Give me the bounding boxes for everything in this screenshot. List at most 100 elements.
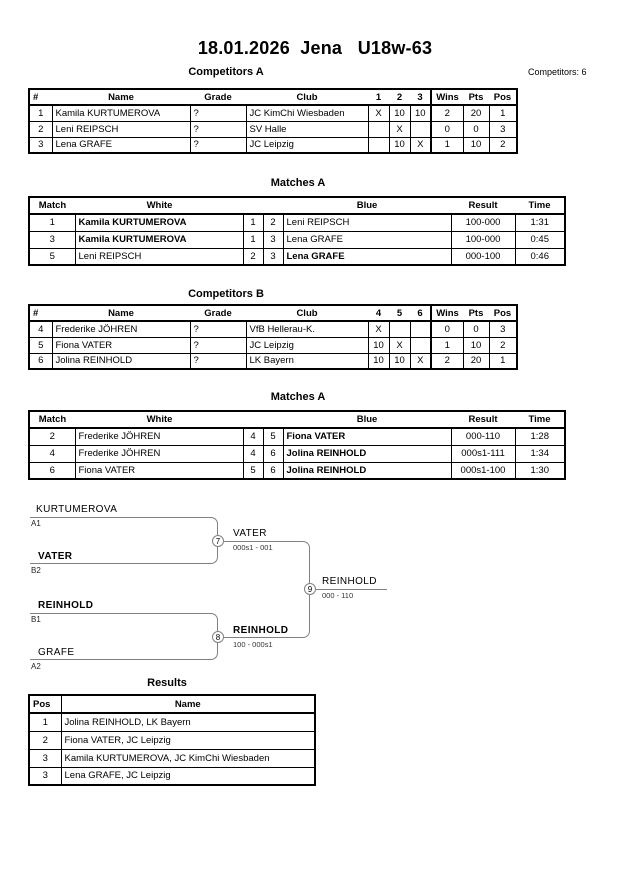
cell-wins: 1	[430, 336, 464, 354]
cell-grid	[367, 120, 390, 138]
cell-white-name: Frederike JÖHREN	[74, 444, 244, 463]
col-club: Club	[246, 88, 368, 106]
col-time: Time	[515, 410, 565, 429]
cell-grade: ?	[189, 320, 247, 338]
cell-match-number: 4	[28, 444, 76, 463]
col-num: #	[29, 304, 52, 322]
slot-a1-id: A1	[31, 519, 41, 528]
table-row: 1 Jolina REINHOLD, LK Bayern	[28, 712, 316, 732]
cell-time: 1:31	[514, 213, 566, 232]
col-white: White	[75, 196, 283, 215]
col-pos: Pos	[489, 304, 517, 322]
cell-grid: X	[367, 320, 390, 338]
page-title: 18.01.2026 Jena U18w-63	[197, 38, 433, 58]
col-time: Time	[515, 196, 565, 215]
cell-white-num: 4	[242, 444, 264, 463]
col-5: 5	[389, 304, 410, 322]
table-row: 5 Leni REIPSCH 2 3 Lena GRAFE 000-100 0:…	[28, 247, 566, 266]
table-row: 3 Lena GRAFE ? JC Leipzig 10 X 1 10 2	[28, 136, 518, 154]
cell-pts: 20	[462, 352, 490, 370]
col-result: Result	[451, 410, 515, 429]
cell-pts: 0	[462, 320, 490, 338]
cell-pts: 20	[462, 104, 490, 122]
table-header-row: # Name Grade Club 1 2 3 Wins Pts Pos	[29, 88, 517, 106]
cell-result: 000s1-100	[450, 461, 516, 480]
cell-grid: 10	[367, 336, 390, 354]
cell-time: 1:34	[514, 444, 566, 463]
col-3: 3	[410, 88, 431, 106]
cell-pos: 2	[488, 136, 518, 154]
col-num: #	[29, 88, 52, 106]
cell-num: 3	[28, 136, 53, 154]
col-wins: Wins	[430, 304, 463, 322]
col-6: 6	[410, 304, 431, 322]
slot-a2-name: GRAFE	[38, 647, 75, 658]
cell-pts: 10	[462, 136, 490, 154]
cell-result: 100-000	[450, 213, 516, 232]
cell-club: VfB Hellerau-K.	[245, 320, 369, 338]
cell-white-num: 2	[242, 247, 264, 266]
competitors-count: Competitors: 6	[528, 67, 587, 77]
section-label-results: Results	[147, 677, 187, 689]
cell-white-name: Kamila KURTUMEROVA	[74, 230, 244, 249]
slot-b2-id: B2	[31, 566, 41, 575]
cell-pos: 2	[488, 336, 518, 354]
cell-white-num: 1	[242, 213, 264, 232]
cell-match-number: 5	[28, 247, 76, 266]
cell-time: 0:46	[514, 247, 566, 266]
table-row: 2 Frederike JÖHREN 4 5 Fiona VATER 000-1…	[28, 427, 566, 446]
bracket-final-winner-line	[316, 589, 387, 590]
col-blue: Blue	[283, 196, 451, 215]
cell-pos: 3	[488, 120, 518, 138]
cell-blue-num: 2	[262, 213, 284, 232]
table-row: 1 Kamila KURTUMEROVA 1 2 Leni REIPSCH 10…	[28, 213, 566, 232]
cell-grid: 10	[367, 352, 390, 370]
cell-name: Kamila KURTUMEROVA, JC KimChi Wiesbaden	[60, 748, 316, 768]
table-header-row: # Name Grade Club 4 5 6 Wins Pts Pos	[29, 304, 517, 322]
section-label-competitors-b: Competitors B	[188, 288, 264, 300]
col-name: Name	[52, 88, 190, 106]
col-4: 4	[368, 304, 389, 322]
cell-num: 2	[28, 120, 53, 138]
col-result: Result	[451, 196, 515, 215]
cell-pts: 0	[462, 120, 490, 138]
cell-white-num: 5	[242, 461, 264, 480]
cell-name: Jolina REINHOLD, LK Bayern	[60, 712, 316, 732]
cell-wins: 1	[430, 136, 464, 154]
col-grade: Grade	[190, 88, 246, 106]
cell-match-number: 2	[28, 427, 76, 446]
col-2: 2	[389, 88, 410, 106]
table-row: 3 Kamila KURTUMEROVA, JC KimChi Wiesbade…	[28, 748, 316, 768]
cell-white-name: Fiona VATER	[74, 461, 244, 480]
slot-a1-name: KURTUMEROVA	[36, 504, 118, 515]
cell-club: JC Leipzig	[245, 336, 369, 354]
match-8-winner: REINHOLD	[233, 625, 289, 636]
cell-white-name: Leni REIPSCH	[74, 247, 244, 266]
slot-b2-name: VATER	[38, 551, 73, 562]
results-table: Pos Name 1 Jolina REINHOLD, LK Bayern 2 …	[28, 694, 316, 786]
cell-grid	[367, 136, 390, 154]
cell-wins: 0	[430, 320, 464, 338]
cell-time: 0:45	[514, 230, 566, 249]
cell-name: Jolina REINHOLD	[51, 352, 191, 370]
competitors-a-table: # Name Grade Club 1 2 3 Wins Pts Pos 1 K…	[28, 88, 518, 154]
cell-blue-num: 6	[262, 444, 284, 463]
match-7-winner: VATER	[233, 528, 267, 539]
cell-club: JC Leipzig	[245, 136, 369, 154]
cell-grid: 10	[388, 136, 411, 154]
cell-blue-num: 5	[262, 427, 284, 446]
cell-pos: 1	[488, 104, 518, 122]
section-label-matches-a: Matches A	[270, 177, 326, 189]
col-name: Name	[52, 304, 190, 322]
cell-blue-num: 3	[262, 247, 284, 266]
col-pts: Pts	[463, 88, 489, 106]
cell-num: 6	[28, 352, 53, 370]
cell-match-number: 6	[28, 461, 76, 480]
cell-grade: ?	[189, 120, 247, 138]
cell-pts: 10	[462, 336, 490, 354]
cell-blue-name: Jolina REINHOLD	[282, 461, 452, 480]
table-header-row: Pos Name	[28, 694, 316, 714]
cell-name: Kamila KURTUMEROVA	[51, 104, 191, 122]
match-circle-8: 8	[212, 631, 224, 643]
